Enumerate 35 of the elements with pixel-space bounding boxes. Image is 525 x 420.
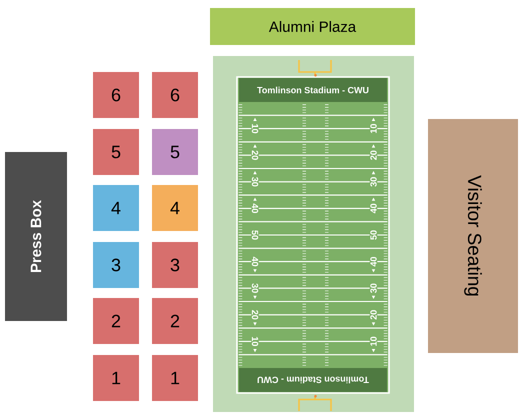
yard-number: 30 bbox=[370, 282, 378, 294]
section-box: 1 bbox=[152, 355, 198, 401]
area-box: Alumni Plaza bbox=[210, 8, 415, 45]
area-box: Press Box bbox=[5, 152, 67, 321]
yard-number: 50 bbox=[370, 229, 378, 241]
section-box: 6 bbox=[93, 72, 139, 118]
yard-number: 10 bbox=[370, 123, 378, 134]
yard-number: 10 bbox=[370, 336, 378, 347]
section-box: 6 bbox=[152, 72, 198, 118]
section-box: 2 bbox=[93, 298, 139, 344]
end-zone: Tomlinson Stadium - CWU bbox=[239, 368, 387, 392]
section-box: 5 bbox=[93, 129, 139, 175]
yard-number: 30 bbox=[251, 282, 259, 294]
yard-number: 30 bbox=[370, 176, 378, 188]
yard-number: 20 bbox=[370, 309, 378, 320]
yard-number: 40 bbox=[251, 202, 259, 214]
section-box: 2 bbox=[152, 298, 198, 344]
section-box: 4 bbox=[93, 185, 139, 231]
yard-number: 40 bbox=[370, 202, 378, 214]
section-box: 4 bbox=[152, 185, 198, 231]
section-box: 5 bbox=[152, 129, 198, 175]
section-box: 1 bbox=[93, 355, 139, 401]
yard-number: 20 bbox=[251, 309, 259, 320]
yard-number: 40 bbox=[370, 256, 378, 268]
yard-number: 30 bbox=[251, 176, 259, 188]
section-box: 3 bbox=[93, 242, 139, 288]
yard-number: 10 bbox=[251, 336, 259, 347]
yard-number: 40 bbox=[251, 256, 259, 268]
yard-number: 10 bbox=[251, 123, 259, 134]
section-box: 3 bbox=[152, 242, 198, 288]
end-zone: Tomlinson Stadium - CWU bbox=[239, 78, 387, 102]
area-box: Visitor Seating bbox=[428, 119, 518, 353]
yard-number: 20 bbox=[251, 150, 259, 161]
yard-number: 20 bbox=[370, 150, 378, 161]
yard-number: 50 bbox=[251, 229, 259, 241]
